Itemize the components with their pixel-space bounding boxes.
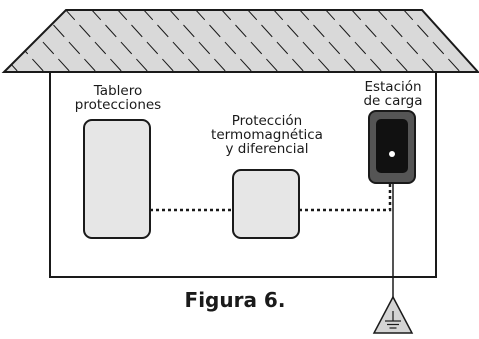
roof-shingle-lines xyxy=(4,10,478,72)
protection-label-line1: Protección xyxy=(231,113,303,129)
protection-label-line2: termomagnética xyxy=(211,127,323,143)
station-label-line1: Estación xyxy=(364,79,422,95)
station-label: Estación de carga xyxy=(350,80,436,108)
ground-symbol xyxy=(372,295,414,334)
station-face xyxy=(376,119,408,173)
panel-box xyxy=(83,119,151,239)
station-label-line2: de carga xyxy=(363,93,423,109)
protection-label-line3: y diferencial xyxy=(225,141,309,157)
protection-label: Protección termomagnética y diferencial xyxy=(204,114,330,156)
panel-label-line2: protecciones xyxy=(74,97,162,113)
panel-label-line1: Tablero xyxy=(93,83,143,99)
charging-station xyxy=(368,110,416,184)
roof xyxy=(1,9,479,73)
panel-label: Tablero protecciones xyxy=(62,84,174,112)
connector-protection-station xyxy=(299,183,392,212)
station-socket xyxy=(389,151,395,157)
protection-box xyxy=(232,169,300,239)
figure-caption: Figura 6. xyxy=(184,288,286,312)
